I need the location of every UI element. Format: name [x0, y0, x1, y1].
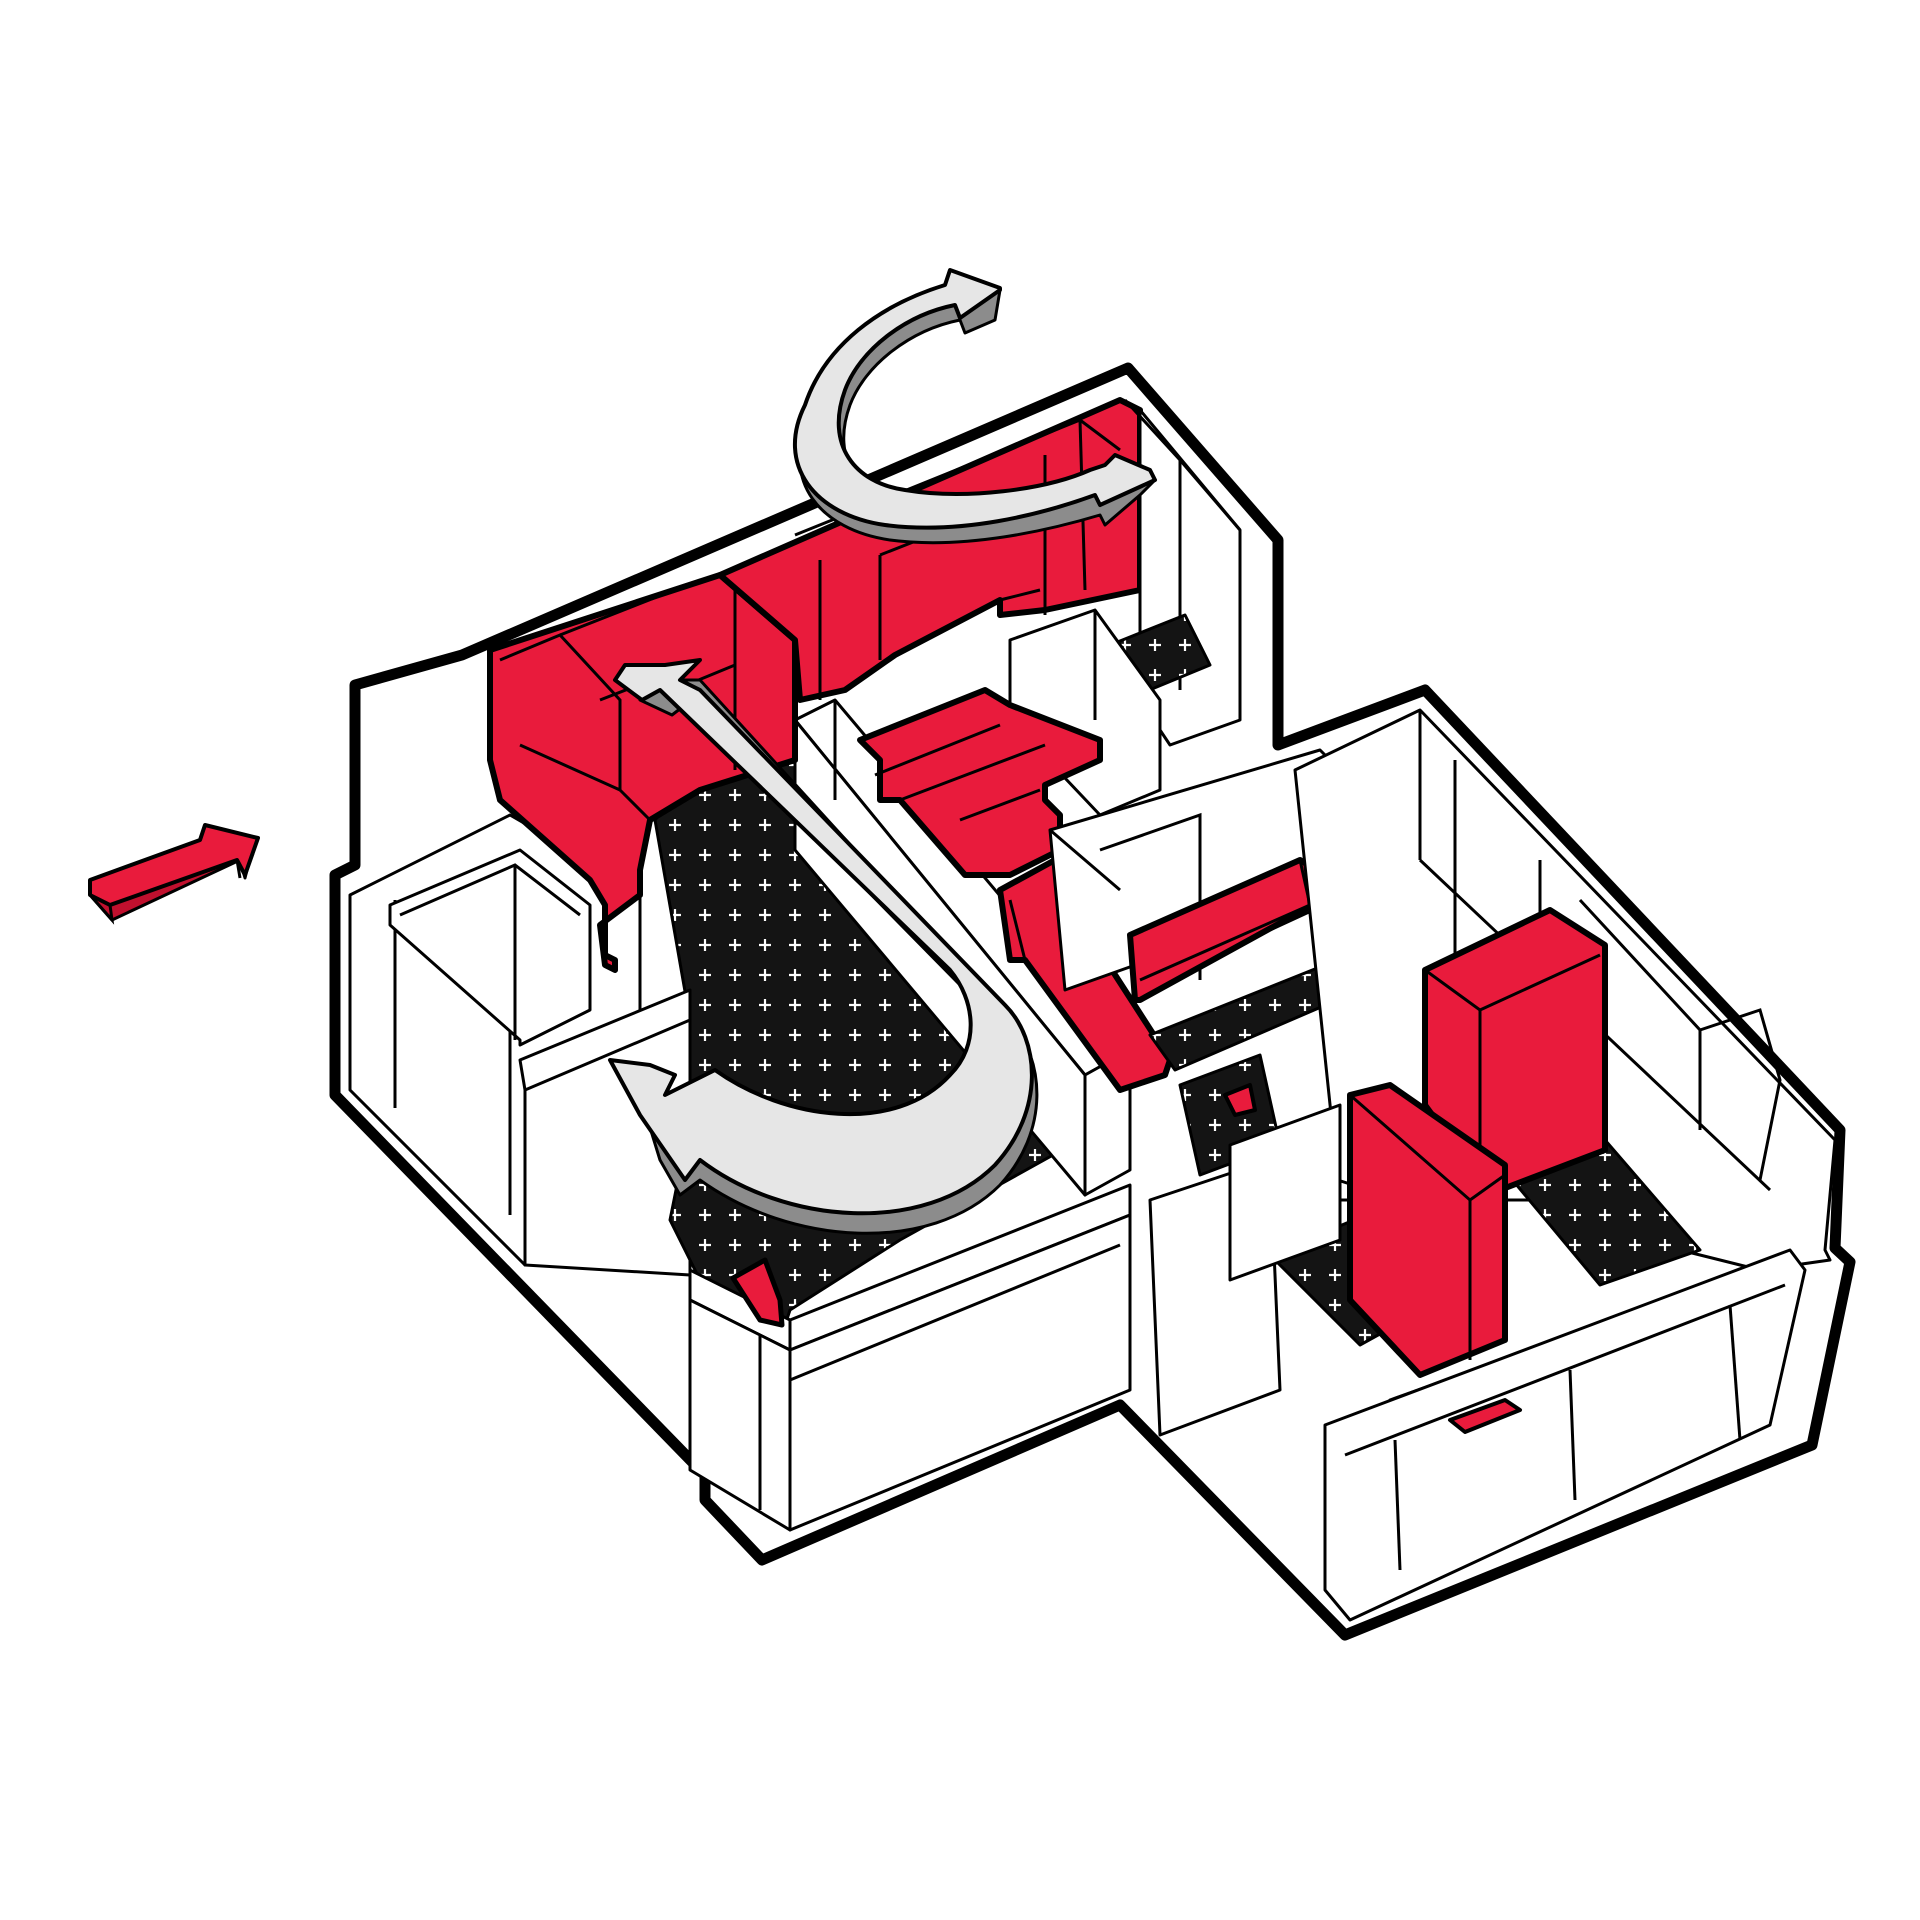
entry-arrow [88, 823, 260, 925]
top-right-room [1008, 398, 1242, 817]
small-red-pieces [730, 1083, 1257, 1328]
hall-walls [518, 988, 1132, 1532]
curved-flow-arrow [793, 268, 1157, 545]
middle-red-shelf [857, 687, 1103, 878]
middle-room [1048, 748, 1432, 1072]
u-turn-flow-arrow [608, 658, 1039, 1235]
right-wing [1148, 708, 1837, 1622]
